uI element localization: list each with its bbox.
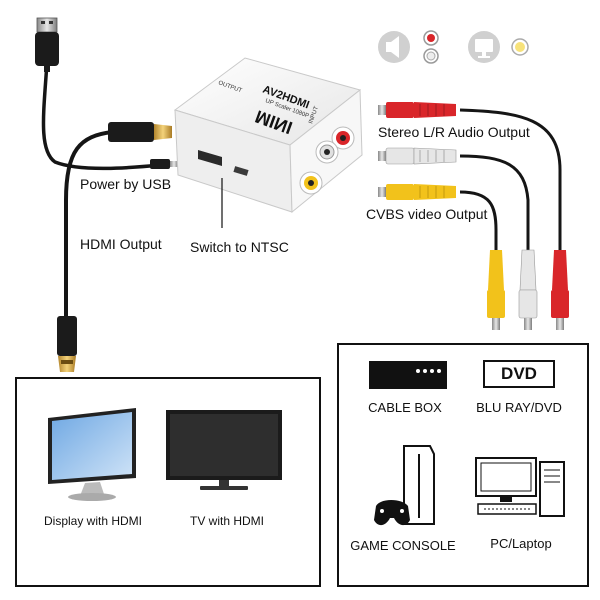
rca-plug-yellow-horizontal [378, 184, 456, 200]
game-console-illustration [374, 445, 435, 526]
monitor-icon [468, 31, 500, 63]
usb-plug [35, 17, 59, 72]
hdmi-cable [64, 130, 113, 318]
bluray-caption: BLU RAY/DVD [476, 400, 562, 415]
audio-output-label: Stereo L/R Audio Output [378, 124, 530, 140]
game-console-caption: GAME CONSOLE [350, 538, 456, 553]
rca-cables [459, 108, 562, 250]
rca-plug-white-vertical [518, 249, 538, 330]
pc-caption: PC/Laptop [490, 536, 552, 551]
power-label: Power by USB [80, 176, 172, 192]
converter-box [173, 57, 363, 214]
hdmi-output-label: HDMI Output [80, 236, 162, 252]
dvd-badge: DVD [483, 360, 555, 388]
hdmi-plug-top [108, 122, 172, 142]
rca-plug-white-horizontal [378, 147, 457, 165]
cable-box-caption: CABLE BOX [368, 400, 442, 415]
video-output-label: CVBS video Output [366, 206, 488, 222]
speaker-icon [378, 31, 410, 63]
tv-caption: TV with HDMI [189, 514, 264, 528]
rca-plug-red-vertical [551, 250, 569, 330]
micro-usb-plug [150, 159, 178, 169]
rca-audio-icon [423, 30, 439, 64]
switch-label: Switch to NTSC [190, 239, 289, 255]
monitor-caption: Display with HDMI [43, 514, 142, 528]
usb-cable [41, 61, 161, 171]
input-port-text: INPUT [308, 105, 320, 124]
pc-illustration [475, 457, 565, 517]
hdmi-plug-bottom [57, 316, 77, 372]
cable-box-illustration [369, 361, 447, 389]
dvd-badge-text: DVD [501, 364, 537, 383]
rca-plug-red-horizontal [378, 102, 456, 118]
monitor-illustration [48, 408, 136, 501]
rca-plug-yellow-vertical [487, 250, 505, 330]
tv-illustration [166, 410, 282, 490]
video-dot-icon [511, 38, 529, 56]
